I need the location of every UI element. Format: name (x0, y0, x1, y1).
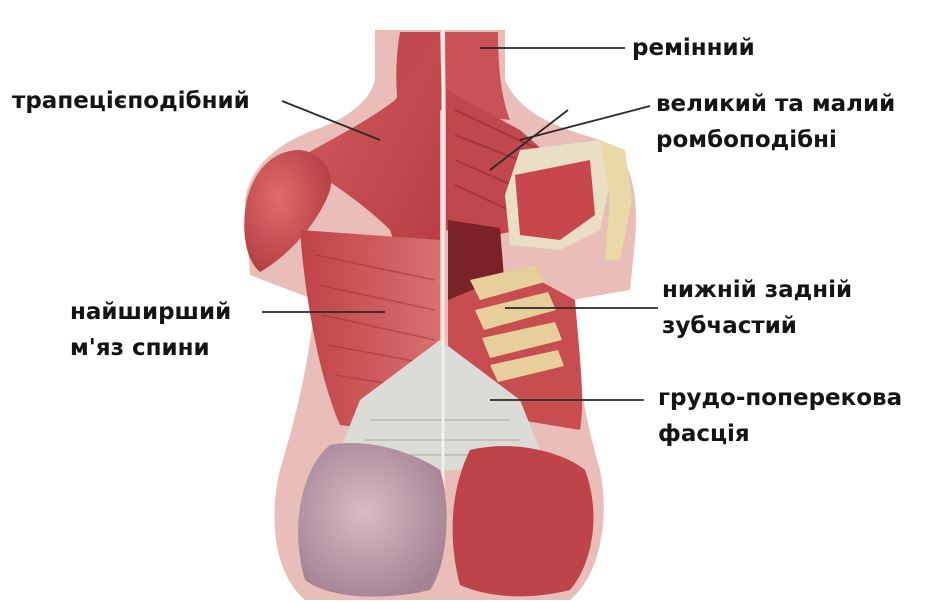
trapezius-label: трапецієподібний (12, 83, 250, 119)
left-gluteal (298, 443, 446, 597)
rhomboids-label-line2: ромбоподібні (656, 122, 895, 158)
fascia-label-line2: фасція (658, 416, 902, 452)
splenius-label: ремінний (632, 30, 755, 66)
rhomboids-label-line1: великий та малий (656, 86, 895, 122)
latissimus-label: найширший м'яз спини (70, 294, 231, 366)
fascia-label: грудо-поперекова фасція (658, 380, 902, 452)
serratus-label: нижній задній зубчастий (662, 272, 852, 344)
rhomboids-label: великий та малий ромбоподібні (656, 86, 895, 158)
latissimus-label-line1: найширший (70, 294, 231, 330)
splenius-label-line1: ремінний (632, 30, 755, 66)
trapezius-label-line1: трапецієподібний (12, 83, 250, 119)
latissimus-label-line2: м'яз спини (70, 330, 231, 366)
serratus-label-line2: зубчастий (662, 308, 852, 344)
fascia-label-line1: грудо-поперекова (658, 380, 902, 416)
serratus-label-line1: нижній задній (662, 272, 852, 308)
right-gluteal (453, 446, 594, 596)
